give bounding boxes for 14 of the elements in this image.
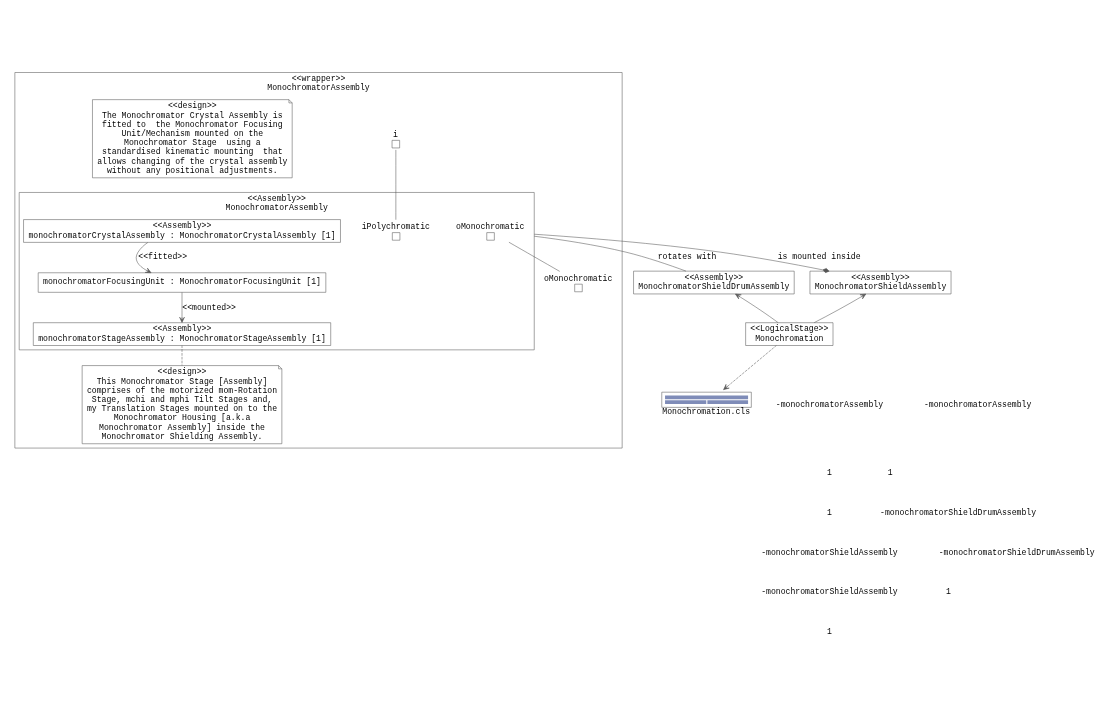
node-box xyxy=(392,232,401,241)
arrow xyxy=(735,293,779,323)
connector xyxy=(181,345,183,366)
arrow xyxy=(135,242,152,274)
arrow xyxy=(813,293,867,323)
arrow xyxy=(723,345,777,390)
node-box xyxy=(486,232,495,241)
node-box xyxy=(574,283,583,293)
connector xyxy=(533,235,687,272)
node-box xyxy=(391,140,400,149)
connector xyxy=(533,233,830,273)
arrow xyxy=(179,292,185,323)
connector xyxy=(395,149,397,220)
connector xyxy=(508,241,560,272)
